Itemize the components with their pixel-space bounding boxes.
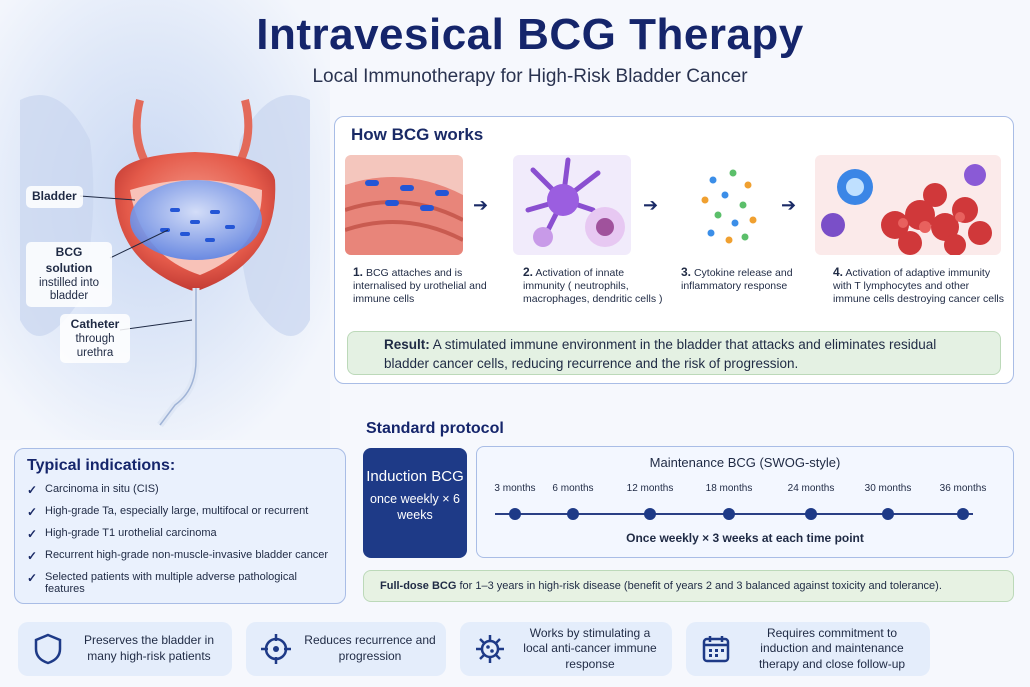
timepoint-label: 3 months xyxy=(494,483,536,494)
step-3-number: 3. xyxy=(681,265,692,279)
arrow-right-icon: ➔ xyxy=(473,195,489,215)
check-icon: ✓ xyxy=(27,571,38,585)
virus-icon xyxy=(470,629,510,669)
indication-text: Carcinoma in situ (CIS) xyxy=(45,483,159,495)
timepoint-label: 12 months xyxy=(626,483,674,494)
benefit-card-immune-response: Works by stimulating a local anti-cancer… xyxy=(460,622,672,676)
benefit-card-preserve-bladder: Preserves the bladder in many high-risk … xyxy=(18,622,232,676)
indication-item: ✓ Recurrent high-grade non-muscle-invasi… xyxy=(27,549,333,563)
step-1-illustration xyxy=(345,155,463,255)
step-2-number: 2. xyxy=(523,265,534,279)
bcg-solution-label: BCG solution xyxy=(45,245,93,275)
full-dose-text: for 1–3 years in high-risk disease (bene… xyxy=(459,580,942,592)
result-label: Result: xyxy=(384,337,430,352)
page-subtitle: Local Immunotherapy for High-Risk Bladde… xyxy=(312,66,748,87)
timepoint-label: 30 months xyxy=(864,483,912,494)
benefit-card-reduce-recurrence: Reduces recurrence and progression xyxy=(246,622,446,676)
catheter-sublabel: through urethra xyxy=(75,332,115,359)
indication-item: ✓ Carcinoma in situ (CIS) xyxy=(27,483,333,497)
arrow-right-icon: ➔ xyxy=(643,195,659,215)
check-icon: ✓ xyxy=(27,549,38,563)
step-1-description: BCG attaches and is internalised by urot… xyxy=(353,267,487,306)
result-box: Result: A stimulated immune environment … xyxy=(347,331,1001,375)
check-icon: ✓ xyxy=(27,483,38,497)
timepoint-label: 24 months xyxy=(787,483,835,494)
step-4-text: 4. Activation of adaptive immunity with … xyxy=(833,265,1008,306)
indication-item: ✓ High-grade Ta, especially large, multi… xyxy=(27,505,333,519)
step-2-description: Activation of innate immunity ( neutroph… xyxy=(523,267,663,306)
timepoint-dot xyxy=(805,508,817,520)
timepoint-label: 18 months xyxy=(705,483,753,494)
bcg-solution-callout: BCG solution instilled into bladder xyxy=(26,242,112,308)
shield-icon xyxy=(28,629,68,669)
check-icon: ✓ xyxy=(27,505,38,519)
timepoint-label: 6 months xyxy=(552,483,594,494)
maintenance-title: Maintenance BCG (SWOG-style) xyxy=(649,455,841,470)
indication-text: High-grade Ta, especially large, multifo… xyxy=(45,505,309,517)
benefit-text: Reduces recurrence and progression xyxy=(304,633,436,663)
benefit-card-commitment: Requires commitment to induction and mai… xyxy=(686,622,930,676)
step-4-illustration xyxy=(815,155,1001,255)
maintenance-schedule: Once weekly × 3 weeks at each time point xyxy=(626,531,864,545)
indications-title: Typical indications: xyxy=(27,457,176,474)
catheter-callout: Catheter through urethra xyxy=(60,314,130,364)
timepoint-dot xyxy=(957,508,969,520)
bladder-anatomy-illustration: Bladder BCG solution instilled into blad… xyxy=(0,60,330,440)
maintenance-bcg-box: Maintenance BCG (SWOG-style) 3 months 6 … xyxy=(476,446,1014,558)
arrow-right-icon: ➔ xyxy=(781,195,797,215)
timepoint-dot xyxy=(509,508,521,520)
how-bcg-works-panel: How BCG works ➔ ➔ xyxy=(334,116,1014,384)
typical-indications-panel: Typical indications: ✓ Carcinoma in situ… xyxy=(14,448,346,604)
page-title: Intravesical BCG Therapy xyxy=(256,10,804,59)
result-text: A stimulated immune environment in the b… xyxy=(384,337,937,371)
calendar-icon xyxy=(696,629,736,669)
bladder-label: Bladder xyxy=(32,189,77,203)
induction-schedule: once weekly × 6 weeks xyxy=(370,491,460,522)
catheter-label: Catheter xyxy=(70,317,120,331)
indication-text: Recurrent high-grade non-muscle-invasive… xyxy=(45,549,329,561)
step-4-description: Activation of adaptive immunity with T l… xyxy=(833,267,1004,306)
bcg-solution-sublabel: instilled into bladder xyxy=(38,276,100,303)
benefit-text: Works by stimulating a local anti-cancer… xyxy=(523,625,657,671)
indication-item: ✓ High-grade T1 urothelial carcinoma xyxy=(27,527,333,541)
standard-protocol-title: Standard protocol xyxy=(366,420,504,437)
indication-text: High-grade T1 urothelial carcinoma xyxy=(45,527,217,539)
induction-bcg-box: Induction BCG once weekly × 6 weeks xyxy=(363,448,467,558)
bladder-callout: Bladder xyxy=(26,186,83,208)
indication-text: Selected patients with multiple adverse … xyxy=(45,571,297,595)
step-1-text: 1. BCG attaches and is internalised by u… xyxy=(353,265,493,306)
step-2-illustration xyxy=(513,155,631,255)
timepoint-dot xyxy=(644,508,656,520)
indication-item: ✓ Selected patients with multiple advers… xyxy=(27,571,333,595)
timepoint-label: 36 months xyxy=(939,483,987,494)
step-3-text: 3. Cytokine release and inflammatory res… xyxy=(681,265,801,293)
how-bcg-works-title: How BCG works xyxy=(351,125,484,144)
step-4-number: 4. xyxy=(833,265,844,279)
step-3-illustration xyxy=(683,155,773,255)
step-3-description: Cytokine release and inflammatory respon… xyxy=(681,267,793,293)
check-icon: ✓ xyxy=(27,527,38,541)
timepoint-dot xyxy=(882,508,894,520)
full-dose-label: Full-dose BCG xyxy=(380,580,457,592)
step-1-number: 1. xyxy=(353,265,364,279)
induction-title: Induction BCG xyxy=(366,468,464,485)
target-icon xyxy=(256,629,296,669)
step-2-text: 2. Activation of innate immunity ( neutr… xyxy=(523,265,663,306)
timepoint-dot xyxy=(723,508,735,520)
benefit-text: Requires commitment to induction and mai… xyxy=(758,625,906,671)
full-dose-box: Full-dose BCG for 1–3 years in high-risk… xyxy=(363,570,1014,602)
timepoint-dot xyxy=(567,508,579,520)
benefit-text: Preserves the bladder in many high-risk … xyxy=(83,633,215,663)
